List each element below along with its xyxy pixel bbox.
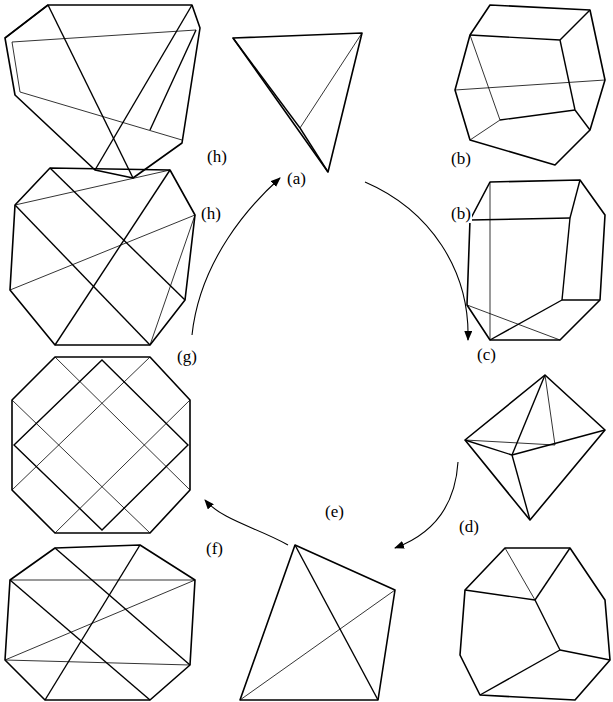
figure-label: (b) xyxy=(450,150,472,168)
crystal-h-lower xyxy=(10,168,195,345)
figure-label: (c) xyxy=(476,346,497,364)
figure-label: (f) xyxy=(205,540,224,558)
cycle-arrow xyxy=(395,462,458,548)
crystal-g xyxy=(12,357,190,533)
crystal-d xyxy=(460,548,610,700)
figure-label: (h) xyxy=(200,205,222,223)
crystal-h-upper xyxy=(5,5,200,178)
figure-label: (a) xyxy=(286,170,307,188)
cycle-arrow xyxy=(192,178,280,335)
octahedron-c xyxy=(465,375,605,520)
tetrahedron-e xyxy=(240,545,395,700)
figure-label: (e) xyxy=(324,503,345,521)
crystal-f xyxy=(5,545,195,700)
cycle-arrow xyxy=(205,500,288,545)
figure-label: (b) xyxy=(450,205,472,223)
crystal-b-upper xyxy=(455,5,605,165)
figure-label: (g) xyxy=(176,348,198,366)
crystal-b-lower xyxy=(467,180,605,340)
tetrahedron-a xyxy=(233,33,362,172)
figure-label: (h) xyxy=(206,148,228,166)
figure-label: (d) xyxy=(458,518,480,536)
